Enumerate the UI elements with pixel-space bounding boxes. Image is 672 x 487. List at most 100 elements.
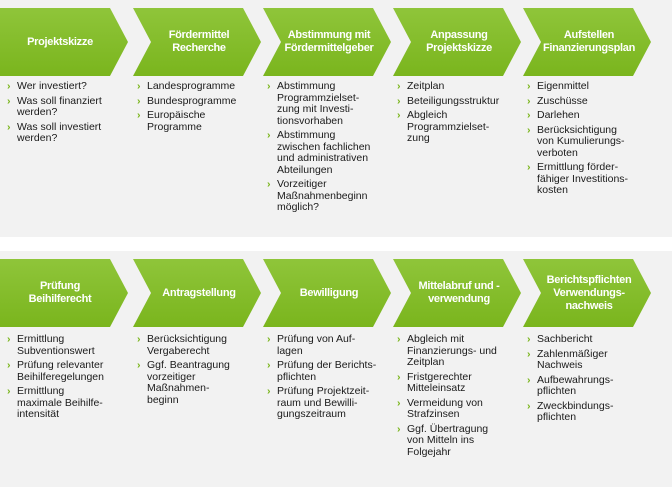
bullet-chevron-icon: ›: [527, 161, 531, 173]
list-item-text: Zeitplan: [407, 80, 445, 92]
step-2-1-chevron-fill: [0, 259, 128, 327]
bullet-chevron-icon: ›: [527, 373, 531, 386]
bullet-chevron-icon: ›: [527, 399, 531, 412]
step-2-5-item-list: ›Sachbericht›Zahlenmäßiger Nachweis›Aufb…: [527, 333, 649, 427]
list-item-text: Berücksichtigung von Kumulierungs- verbo…: [537, 123, 625, 159]
list-item-text: Sachbericht: [537, 333, 593, 345]
list-item: ›Fristgerechter Mitteleinsatz: [397, 370, 519, 395]
step-1-2-label: Fördermittel Recherche: [168, 29, 230, 54]
list-item: ›Bundesprogramme: [137, 94, 259, 108]
step-1-1-item-list: › Wer investiert? › Was soll finanziert wer…: [7, 80, 129, 148]
step-2-5-label: Berichtspflichten Verwendungs- nachweis: [546, 273, 632, 312]
step-1-1-chevron-fill: [0, 8, 128, 76]
step-1-5-chevron-fill: [523, 8, 651, 76]
step-2-3-chevron-fill: [263, 259, 391, 327]
step-2-2-chevron-shape: [133, 259, 261, 327]
list-item: ›Abgleich mit Finanzierungs- und Zeitpla…: [397, 333, 519, 369]
step-2-3-item-list: ›Prüfung von Auf- lagen›Prüfung der Beri…: [267, 333, 389, 424]
list-item-text: Ggf. Übertragung von Mitteln ins Folgeja…: [407, 422, 489, 458]
step-2-2-item-list: ›Berücksichtigung Vergaberecht › Ggf. Bean…: [137, 333, 259, 409]
list-item-text: Ermittlung förder- fähiger Investitions-…: [537, 161, 629, 196]
list-item: › Beteiligungsstruktur: [397, 94, 519, 108]
step-2-4-item-list: › Abgleich mit Finanzierungs- und Zeitpla…: [397, 333, 519, 461]
list-item: ›Sachbericht: [527, 333, 649, 346]
list-item-text: Was soll investiert werden?: [17, 120, 102, 144]
list-item: › Zahlenmäßiger Nachweis: [527, 347, 649, 372]
step-1-3-item-list: › Abstimmung Programmzielset- zung mit In…: [267, 80, 389, 217]
bullet-chevron-icon: ›: [397, 396, 401, 409]
list-item: ›Prüfung der Berichts- pflichten: [267, 359, 389, 383]
step-1-4-item-list: › Zeitplan › Beteiligungsstruktur › Abgleich …: [397, 80, 519, 148]
bullet-chevron-icon: ›: [527, 94, 531, 107]
list-item: › Was soll finanziert werden?: [7, 94, 129, 119]
step-2-4-chevron-fill: [393, 259, 521, 327]
list-item-text: Ermittlung maximale Beihilfe- intensität: [17, 385, 103, 420]
bullet-chevron-icon: ›: [397, 422, 401, 435]
step-1-5-arrow: Aufstellen Finanzierungsplan: [523, 8, 651, 76]
step-1-2-item-list: ›Landesprogramme›Bundesprogramme›Europäi…: [137, 80, 259, 136]
list-item-text: Europäische Programme: [147, 109, 206, 133]
list-item-text: Zahlenmäßiger Nachweis: [537, 347, 608, 371]
step-1-3-arrow: Abstimmung mit Fördermittelgeber: [263, 8, 391, 76]
list-item: ›Abstimmung zwischen fachlichen und admi…: [267, 129, 389, 176]
step-2-4-chevron-shape: [393, 259, 521, 327]
list-item: ›Europäische Programme: [137, 109, 259, 133]
bullet-chevron-icon: ›: [137, 94, 141, 107]
list-item: ›Zweckbindungs- pflichten: [527, 399, 649, 424]
step-1-3-chevron-fill: [263, 8, 391, 76]
step-2-2-chevron-fill: [133, 259, 261, 327]
step-1-4-chevron-fill: [393, 8, 521, 76]
bullet-chevron-icon: ›: [267, 333, 271, 345]
list-item-text: Vermeidung von Strafzinsen: [407, 396, 483, 420]
bullet-chevron-icon: ›: [267, 129, 271, 141]
list-item: › Ggf. Übertragung von Mitteln ins Folgej…: [397, 422, 519, 459]
list-item: ›Berücksichtigung Vergaberecht: [137, 333, 259, 357]
list-item-text: Aufbewahrungs- pflichten: [537, 373, 614, 397]
step-2-5-chevron-fill: [523, 259, 651, 327]
step-1-4-label: Anpassung Projektskizze: [426, 29, 492, 54]
bullet-chevron-icon: ›: [7, 94, 11, 107]
list-item-text: Eigenmittel: [537, 80, 589, 92]
bullet-chevron-icon: ›: [137, 359, 141, 371]
step-2-3-arrow: Bewilligung: [263, 259, 391, 327]
step-1-3-chevron-shape: [263, 8, 391, 76]
bullet-chevron-icon: ›: [527, 347, 531, 360]
step-1-4-arrow: Anpassung Projektskizze: [393, 8, 521, 76]
list-item: ›Prüfung Projektzeit- raum und Bewilli- …: [267, 385, 389, 421]
bullet-chevron-icon: ›: [397, 94, 401, 107]
list-item-text: Darlehen: [537, 109, 580, 121]
list-item: › Prüfung relevanter Beihilferegelungen: [7, 359, 129, 383]
bullet-chevron-icon: ›: [7, 80, 11, 92]
list-item-text: Abgleich Programmzielset- zung: [407, 109, 490, 144]
list-item-text: Vorzeitiger Maßnahmenbeginn möglich?: [277, 178, 368, 213]
list-item: ›Landesprogramme: [137, 80, 259, 93]
list-item: › Vermeidung von Strafzinsen: [397, 396, 519, 421]
list-item: › Was soll investiert werden?: [7, 120, 129, 145]
list-item-text: Abstimmung Programmzielset- zung mit Inv…: [277, 80, 360, 127]
step-2-5-chevron-shape: [523, 259, 651, 327]
list-item-text: Abgleich mit Finanzierungs- und Zeitplan: [407, 333, 497, 368]
list-item-text: Prüfung relevanter Beihilferegelungen: [17, 359, 104, 383]
bullet-chevron-icon: ›: [7, 359, 11, 371]
step-1-2-chevron-fill: [133, 8, 261, 76]
list-item: ›Prüfung von Auf- lagen: [267, 333, 389, 357]
list-item-text: Wer investiert?: [17, 80, 87, 92]
bullet-chevron-icon: ›: [137, 80, 141, 92]
step-2-4-arrow: Mittelabruf und - verwendung: [393, 259, 521, 327]
list-item: › Ggf. Beantragung vorzeitiger Maßnahmen-…: [137, 359, 259, 406]
step-2-1-item-list: ›Ermittlung Subventionswert›Prüfung rele…: [7, 333, 129, 424]
list-item-text: Was soll finanziert werden?: [17, 94, 102, 118]
list-item-text: Beteiligungsstruktur: [407, 94, 500, 107]
list-item-text: Ggf. Beantragung vorzeitiger Maßnahmen- …: [147, 359, 230, 406]
step-1-2-chevron-shape: [133, 8, 261, 76]
step-2-4-label: Mittelabruf und - verwendung: [418, 280, 500, 305]
bullet-chevron-icon: ›: [7, 120, 11, 133]
step-2-5-arrow: Berichtspflichten Verwendungs- nachweis: [523, 259, 651, 327]
bullet-chevron-icon: ›: [7, 333, 11, 345]
list-item: ›Abstimmung Programmzielset- zung mit In…: [267, 80, 389, 127]
bullet-chevron-icon: ›: [397, 80, 401, 92]
step-1-1-chevron-shape: [0, 8, 128, 76]
list-item-text: Fristgerechter Mitteleinsatz: [407, 370, 472, 394]
step-2-2-label: Antragstellung: [162, 286, 236, 299]
bullet-chevron-icon: ›: [397, 109, 401, 121]
